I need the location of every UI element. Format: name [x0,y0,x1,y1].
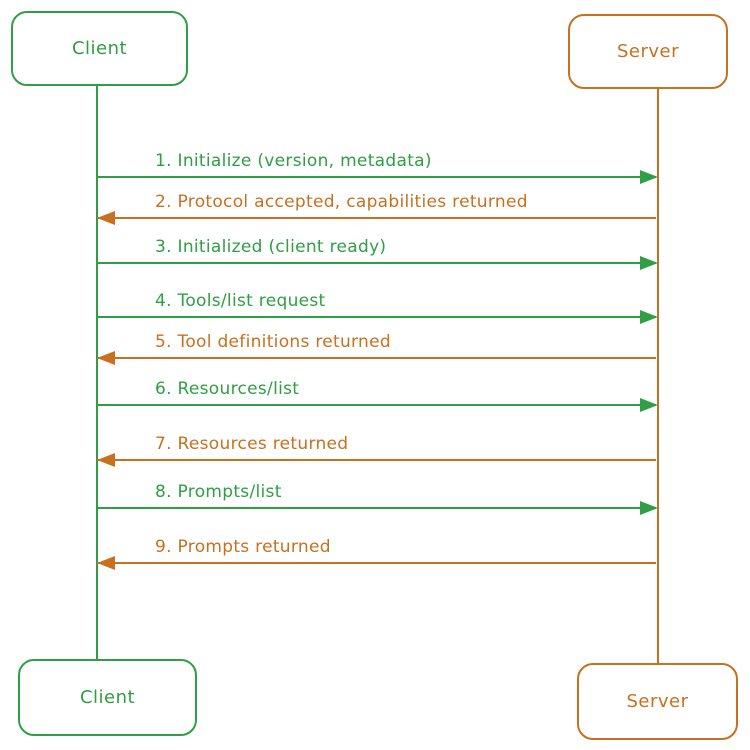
arrowhead-left-icon [97,351,115,365]
arrow-line [97,316,656,318]
message-label: 1. Initialize (version, metadata) [155,151,432,171]
client-actor-box-top: Client [11,11,188,86]
arrowhead-right-icon [640,398,658,412]
message-label: 7. Resources returned [155,434,349,454]
server-actor-box-bottom: Server [577,663,738,740]
message-label: 2. Protocol accepted, capabilities retur… [155,192,528,212]
arrow-line [97,357,656,359]
arrow-line [97,262,656,264]
message-protocol-accepted: 2. Protocol accepted, capabilities retur… [97,192,658,225]
message-tools-list-request: 4. Tools/list request [97,291,658,324]
arrowhead-left-icon [97,556,115,570]
server-actor-label: Server [616,41,680,62]
arrowhead-left-icon [97,211,115,225]
arrow-line [97,562,656,564]
message-label: 6. Resources/list [155,379,300,399]
arrowhead-right-icon [640,170,658,184]
message-initialize: 1. Initialize (version, metadata) [97,151,658,184]
message-label: 3. Initialized (client ready) [155,237,387,257]
message-resources-returned: 7. Resources returned [97,434,658,467]
message-prompts-list: 8. Prompts/list [97,482,658,515]
message-tool-definitions: 5. Tool definitions returned [97,332,658,365]
message-label: 5. Tool definitions returned [155,332,391,352]
arrow-line [97,404,656,406]
message-label: 9. Prompts returned [155,537,331,557]
arrow-line [97,507,656,509]
message-label: 4. Tools/list request [155,291,326,311]
arrow-line [97,176,656,178]
client-actor-label: Client [71,38,128,59]
arrowhead-right-icon [640,310,658,324]
message-prompts-returned: 9. Prompts returned [97,537,658,570]
server-lifeline [657,89,659,664]
client-lifeline [96,86,98,660]
client-actor-box-bottom: Client [18,659,197,736]
arrow-line [97,459,656,461]
message-resources-list: 6. Resources/list [97,379,658,412]
arrowhead-right-icon [640,501,658,515]
client-actor-label: Client [79,687,136,708]
arrowhead-right-icon [640,256,658,270]
server-actor-label: Server [626,691,689,712]
arrowhead-left-icon [97,453,115,467]
message-label: 8. Prompts/list [155,482,282,502]
arrow-line [97,217,656,219]
server-actor-box-top: Server [568,14,728,89]
message-initialized: 3. Initialized (client ready) [97,237,658,270]
